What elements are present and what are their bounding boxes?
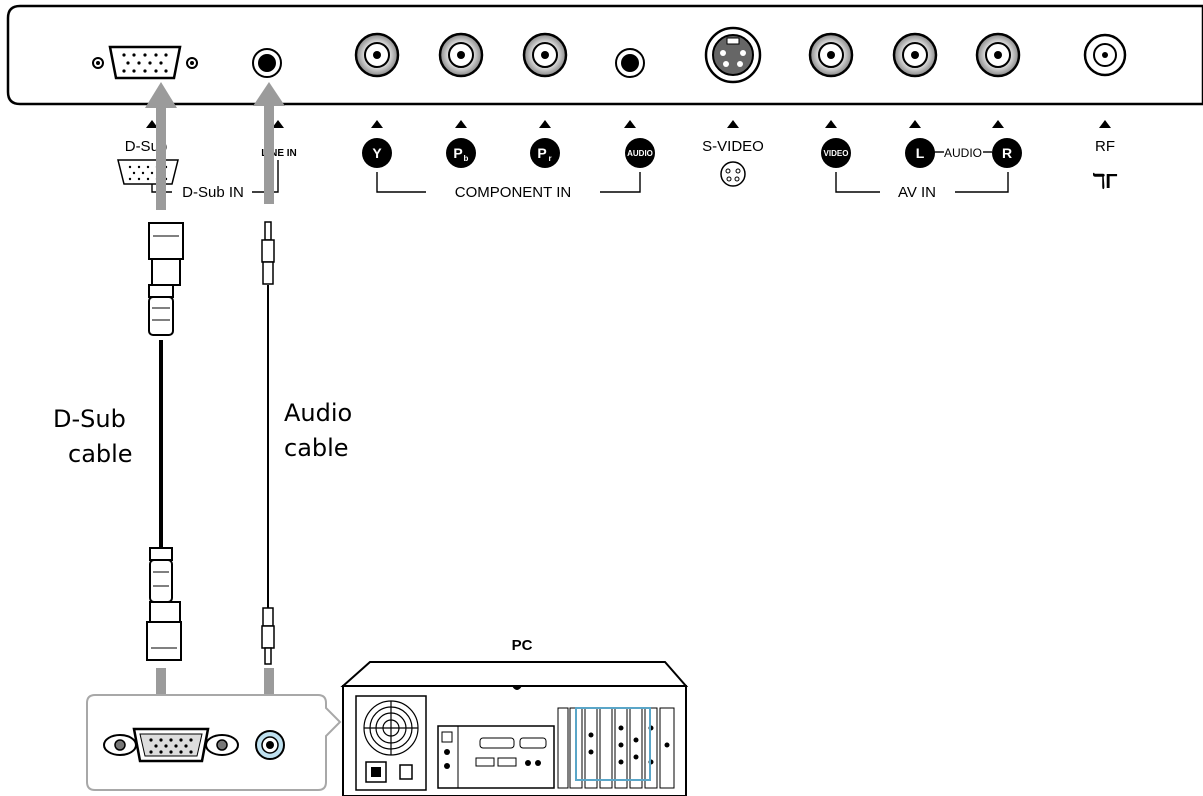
audio-cable bbox=[261, 221, 275, 665]
component-in-label: COMPONENT IN bbox=[455, 184, 571, 201]
rca-pb-jack-icon bbox=[438, 32, 484, 78]
badge-pb-subscript: b bbox=[464, 154, 469, 163]
audio-down-arrow bbox=[264, 668, 274, 708]
s-video-small-icon bbox=[720, 161, 746, 187]
badge-pr: P r bbox=[530, 138, 560, 168]
dsub-small-icon bbox=[117, 159, 179, 185]
line-in-label: LINE IN bbox=[261, 148, 297, 159]
s-video-port-icon bbox=[704, 26, 762, 84]
audio-cable-label-line2: cable bbox=[284, 434, 349, 462]
dsub-in-label: D-Sub IN bbox=[182, 184, 244, 201]
badge-y: Y bbox=[362, 138, 392, 168]
rf-coax-port-icon bbox=[1083, 33, 1127, 77]
pc-label: PC bbox=[512, 637, 533, 654]
badge-video-text: VIDEO bbox=[824, 149, 849, 158]
pc-audio-jack-icon bbox=[255, 730, 285, 760]
badge-video: VIDEO bbox=[821, 138, 851, 168]
badge-l-text: L bbox=[916, 145, 925, 161]
badge-r: R bbox=[992, 138, 1022, 168]
dsub-up-arrow bbox=[156, 106, 166, 210]
badge-audio: AUDIO bbox=[625, 138, 655, 168]
port-pointer-triangles bbox=[146, 120, 1111, 128]
badge-r-text: R bbox=[1002, 145, 1012, 161]
pc-audio-card-highlight bbox=[575, 707, 651, 781]
badge-y-text: Y bbox=[372, 145, 382, 161]
tv-back-panel bbox=[6, 4, 1203, 106]
rca-audio-r-jack-icon bbox=[975, 32, 1021, 78]
rf-label: RF bbox=[1095, 138, 1115, 155]
group-bracket-lines bbox=[151, 151, 1009, 193]
audio-cable-label-line1: Audio bbox=[284, 399, 352, 427]
dsub-port-icon bbox=[92, 45, 198, 80]
dsub-cable-label-line2: cable bbox=[68, 440, 133, 468]
rca-pr-jack-icon bbox=[522, 32, 568, 78]
rca-audio-l-jack-icon bbox=[892, 32, 938, 78]
badge-pr-text: P bbox=[537, 145, 546, 161]
av-audio-label: AUDIO bbox=[944, 146, 982, 160]
fan-icon bbox=[363, 700, 419, 756]
rf-antenna-symbol: ℸΓ bbox=[1093, 171, 1118, 193]
rca-video-jack-icon bbox=[808, 32, 854, 78]
s-video-label: S-VIDEO bbox=[702, 138, 764, 155]
pc-port-callout bbox=[86, 694, 342, 791]
power-switch-icon bbox=[399, 764, 413, 780]
badge-pb-text: P bbox=[453, 145, 462, 161]
pc-vga-port-icon bbox=[103, 727, 239, 763]
badge-pb: P b bbox=[446, 138, 476, 168]
dsub-cable-label-line1: D-Sub bbox=[53, 405, 126, 433]
rca-y-jack-icon bbox=[354, 32, 400, 78]
line-in-jack-icon bbox=[252, 48, 282, 78]
av-in-label: AV IN bbox=[898, 184, 936, 201]
badge-audio-text: AUDIO bbox=[627, 149, 653, 158]
badge-pr-subscript: r bbox=[548, 154, 551, 163]
pc-tower-illustration bbox=[340, 661, 689, 796]
badge-l: L bbox=[905, 138, 935, 168]
dsub-cable bbox=[146, 222, 184, 661]
audio-up-arrow bbox=[264, 104, 274, 204]
dsub-down-arrow bbox=[156, 668, 166, 708]
component-audio-jack-icon bbox=[615, 48, 645, 78]
